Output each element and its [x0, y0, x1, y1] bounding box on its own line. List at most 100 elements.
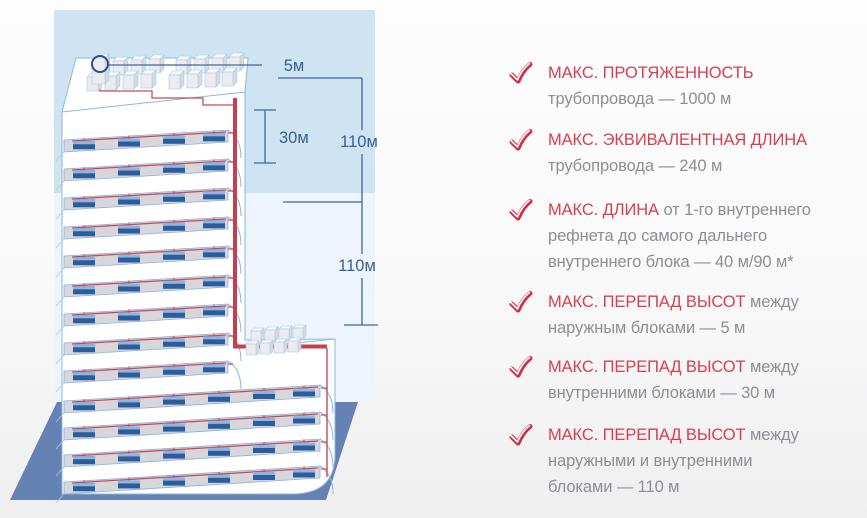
indoor-unit [118, 167, 140, 176]
indoor-unit [163, 477, 185, 486]
building-illustration [10, 10, 375, 504]
indoor-unit [208, 393, 230, 402]
floor-pipe [71, 218, 227, 229]
dim-label-5m: 5м [284, 57, 305, 75]
spec-title: МАКС. ПРОТЯЖЕННОСТЬ [548, 64, 754, 82]
floor-pipe [71, 386, 319, 403]
outdoor-unit [140, 69, 157, 89]
floor-pipe [71, 160, 227, 171]
spec-title: МАКС. ЭКВИВАЛЕНТНАЯ ДЛИНА [548, 131, 807, 149]
checkmark-icon [508, 61, 533, 86]
outdoor-unit [245, 340, 260, 356]
indoor-unit [203, 133, 225, 142]
indoor-unit [73, 170, 95, 179]
indoor-unit [118, 196, 140, 205]
building-diagram: 5м 30м 110м 110м [10, 10, 378, 504]
floor-slab [55, 245, 242, 278]
floor-slab [55, 411, 334, 450]
indoor-unit [293, 442, 315, 451]
indoor-unit [163, 309, 185, 318]
floor-slab [55, 384, 334, 423]
outdoor-unit [259, 339, 274, 355]
spec-title: МАКС. ПЕРЕПАД ВЫСОТ [548, 358, 746, 376]
indoor-unit [163, 251, 185, 260]
floor-curl [319, 384, 334, 414]
spec-text: МАКС. ПРОТЯЖЕННОСТЬ трубопровода — 1000 … [548, 60, 860, 112]
indoor-unit [253, 391, 275, 399]
indoor-unit [293, 388, 315, 397]
spec-text: МАКС. ПЕРЕПАД ВЫСОТ между наружным блока… [548, 289, 860, 341]
indoor-unit [208, 447, 230, 456]
floor-pipe [71, 305, 227, 316]
indoor-unit [73, 402, 95, 411]
indoor-unit [73, 344, 95, 353]
spec-detail: трубопровода — 240 м [548, 157, 723, 175]
main-riser-pipe [233, 98, 237, 348]
dimension-annotations: 5м 30м 110м 110м [91, 55, 378, 326]
dim-label-110m-upper: 110м [340, 133, 378, 151]
floor-slab [55, 216, 242, 249]
indoor-unit [203, 336, 225, 345]
dim-label-110m-lower: 110м [338, 257, 376, 275]
indoor-unit [118, 369, 140, 378]
floor-pipe [71, 440, 319, 457]
indoor-unit [253, 472, 275, 480]
spec-text: МАКС. ЭКВИВАЛЕНТНАЯ ДЛИНА трубопровода —… [548, 127, 860, 179]
indoor-unit [208, 420, 230, 429]
floor-curl [227, 158, 242, 188]
floor-pipe [71, 334, 227, 345]
floor-pipe [71, 247, 227, 258]
floor-curl [227, 129, 242, 159]
indoor-unit [73, 429, 95, 438]
spec-title: МАКС. ПЕРЕПАД ВЫСОТ [548, 293, 746, 311]
outdoor-unit [292, 324, 307, 340]
spec-detail: между наружным блоками — 5 м [548, 293, 799, 337]
indoor-unit [73, 315, 95, 324]
indoor-unit [118, 426, 140, 435]
indoor-unit [73, 257, 95, 266]
indoor-unit [163, 338, 185, 347]
floor-slab [55, 129, 242, 162]
floor-pipe [71, 467, 319, 484]
indoor-unit [163, 366, 185, 375]
indoor-unit [73, 456, 95, 465]
outdoor-unit [264, 326, 279, 342]
indoor-unit [203, 249, 225, 258]
outdoor-unit [278, 325, 293, 341]
floor-curl [227, 245, 242, 275]
floor-slab [55, 187, 242, 220]
spec-detail: от 1-го внутреннего рефнета до самого да… [548, 201, 811, 271]
checkmark-icon [508, 355, 533, 380]
floor-slab [55, 274, 242, 307]
indoor-unit [203, 278, 225, 287]
floor-slab [55, 465, 334, 504]
indoor-unit [253, 418, 275, 426]
spec-title: МАКС. ДЛИНА [548, 201, 659, 219]
indoor-unit [118, 254, 140, 263]
indoor-unit [163, 280, 185, 289]
floor-pipe [71, 131, 227, 142]
floor-slab [55, 332, 242, 365]
floor-slab [55, 360, 242, 393]
outdoor-unit [287, 337, 302, 353]
spec-text: МАКС. ПЕРЕПАД ВЫСОТ между наружными и вн… [548, 422, 860, 500]
indoor-unit [293, 415, 315, 424]
indoor-unit [118, 225, 140, 234]
indoor-unit [203, 162, 225, 171]
indoor-unit [203, 220, 225, 229]
spec-text: МАКС. ПЕРЕПАД ВЫСОТ между внутренними бл… [548, 354, 860, 406]
indoor-unit [163, 423, 185, 432]
spec-item-height-diff-outdoor-indoor: МАКС. ПЕРЕПАД ВЫСОТ между наружными и вн… [508, 422, 860, 500]
spec-detail: трубопровода — 1000 м [548, 90, 732, 108]
indoor-unit [163, 193, 185, 202]
outdoor-unit [273, 338, 288, 354]
outdoor-unit [250, 327, 265, 343]
spec-detail: между наружными и внутренними блоками — … [548, 426, 799, 496]
roof-pipe [99, 84, 233, 106]
indoor-unit [253, 445, 275, 453]
indoor-unit [163, 450, 185, 459]
spec-item-max-length: МАКС. ПРОТЯЖЕННОСТЬ трубопровода — 1000 … [508, 60, 860, 112]
outdoor-unit [148, 54, 165, 74]
floor-slab [55, 158, 242, 191]
